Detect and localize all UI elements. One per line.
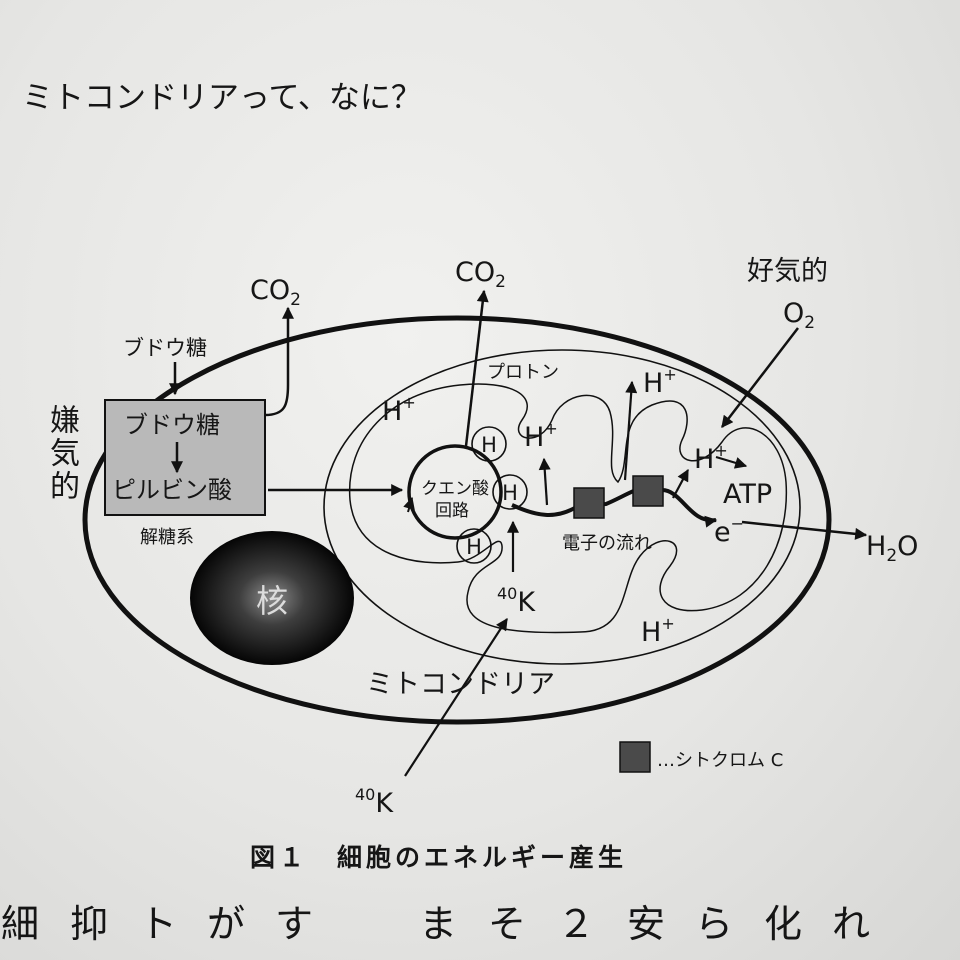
figure-caption: 図１ 細胞のエネルギー産生 bbox=[250, 843, 627, 872]
co2-center-arrow bbox=[464, 289, 489, 447]
cytochrome-c bbox=[632, 475, 664, 507]
body-column-char: が bbox=[206, 902, 245, 946]
body-column-char: ま bbox=[418, 902, 457, 946]
h2o-label: H2O bbox=[866, 531, 918, 566]
cycle-direction-arrow bbox=[403, 496, 415, 513]
co2-center-label: CO2 bbox=[455, 257, 506, 292]
citric-cycle-label-2: 回路 bbox=[435, 501, 469, 521]
nucleus bbox=[190, 531, 354, 665]
h-plus-label: H+ bbox=[641, 614, 675, 648]
aerobic-label: 好気的 bbox=[747, 256, 828, 287]
o2-arrow bbox=[721, 327, 799, 428]
cell-membrane bbox=[82, 315, 832, 725]
atp-label: ATP bbox=[723, 479, 772, 510]
glycolysis-box bbox=[104, 399, 266, 516]
electron-flow-path bbox=[511, 488, 718, 528]
body-column-char: ２ bbox=[556, 902, 595, 946]
proton-label: プロトン bbox=[487, 362, 559, 383]
co2-left-arrow bbox=[264, 306, 294, 417]
h-plus-label: H+ bbox=[643, 365, 677, 399]
body-text-columns: 細 抑 ト が す ま そ ２ 安 ら 化 れ bbox=[0, 893, 960, 953]
k40-inner-label: 40K bbox=[497, 584, 536, 618]
citric-acid-cycle-ring bbox=[407, 444, 503, 540]
body-column-char: 抑 bbox=[69, 902, 108, 946]
mitochondria-outer-membrane bbox=[323, 349, 801, 665]
body-column-char: す bbox=[274, 902, 313, 946]
glycolysis-glucose-label: ブドウ糖 bbox=[124, 411, 220, 439]
legend-cytochrome-label: …シトクロム C bbox=[657, 750, 783, 771]
hydrogen-circle bbox=[456, 528, 492, 564]
hydrogen-circle-label: H bbox=[502, 481, 518, 505]
electron-to-water-arrow bbox=[741, 520, 868, 540]
proton-pump-arrow bbox=[538, 457, 551, 506]
page-heading: ミトコンドリアって、なに？ bbox=[22, 80, 422, 116]
hydrogen-circle-label: H bbox=[466, 535, 482, 559]
h-plus-label: H+ bbox=[524, 419, 558, 453]
h-plus-label: H+ bbox=[382, 393, 416, 427]
proton-pump-arrow bbox=[715, 455, 748, 469]
k40-outer-arrow bbox=[404, 617, 508, 777]
mitochondria-label: ミトコンドリア bbox=[366, 669, 555, 700]
hydrogen-circle bbox=[471, 426, 507, 462]
body-column-char: 化 bbox=[763, 902, 802, 946]
glycolysis-label: 解糖系 bbox=[140, 527, 194, 548]
hydrogen-circle bbox=[492, 474, 528, 510]
glycolysis-pyruvate-label: ピルビン酸 bbox=[112, 476, 232, 504]
body-column-char: 細 bbox=[0, 902, 39, 946]
cytochrome-c bbox=[573, 487, 605, 519]
electron-flow-label: 電子の流れ bbox=[562, 533, 652, 554]
body-column-char: 安 bbox=[626, 902, 665, 946]
proton-pump-arrow bbox=[623, 380, 638, 481]
co2-left-label: CO2 bbox=[250, 275, 301, 310]
nucleus-label: 核 bbox=[256, 582, 288, 620]
k40-outer-label: 40K bbox=[355, 785, 394, 819]
anaerobic-label: 嫌気的 bbox=[44, 404, 79, 503]
o2-label: O2 bbox=[783, 298, 815, 333]
hydrogen-circle-label: H bbox=[481, 433, 497, 457]
mitochondria-inner-membrane bbox=[348, 383, 788, 634]
citric-cycle-label-1: クエン酸 bbox=[421, 479, 489, 499]
body-column-char: そ bbox=[487, 902, 526, 946]
glucose-input-label: ブドウ糖 bbox=[123, 336, 207, 360]
body-column-char: ら bbox=[694, 902, 733, 946]
legend-cytochrome-swatch bbox=[619, 741, 651, 773]
h-plus-label: H+ bbox=[694, 441, 728, 475]
electron-label: e− bbox=[714, 514, 744, 548]
body-column-char: れ bbox=[831, 902, 870, 946]
body-column-char: ト bbox=[138, 902, 177, 946]
